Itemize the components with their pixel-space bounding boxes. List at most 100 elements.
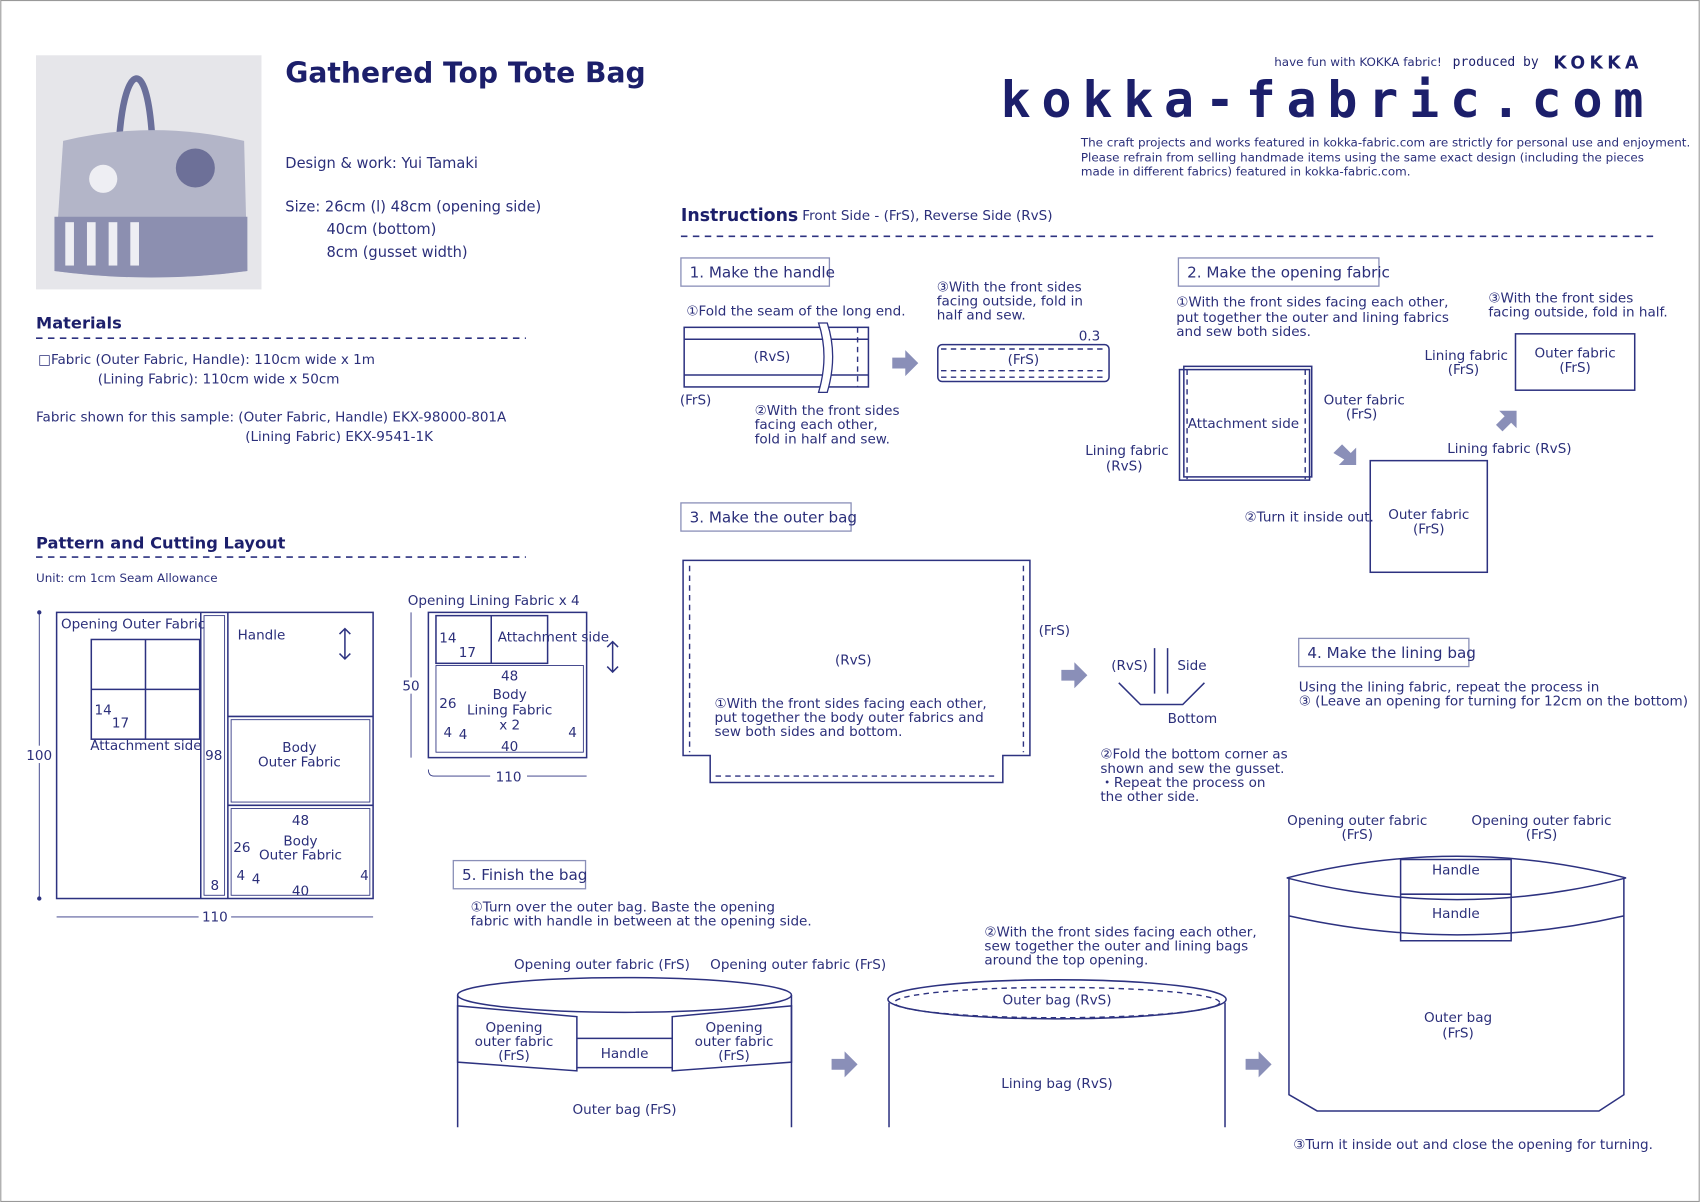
- instructions-legend: Front Side - (FrS), Reverse Side (RvS): [802, 208, 1052, 224]
- label: (FrS): [1346, 406, 1378, 422]
- materials-heading: Materials: [36, 313, 122, 332]
- note: fold in half and sew.: [755, 431, 890, 447]
- arrow-icon: [1061, 662, 1088, 689]
- material-line: □Fabric (Outer Fabric, Handle): 110cm wi…: [38, 352, 375, 368]
- dimension: 48: [501, 669, 518, 685]
- note: ③With the front sides: [937, 280, 1082, 296]
- label: Lining fabric: [1424, 348, 1508, 364]
- label: Lining bag (RvS): [1001, 1076, 1112, 1092]
- note: ②Turn it inside out.: [1245, 509, 1374, 525]
- label: Opening outer fabric (FrS): [514, 957, 690, 973]
- label: (FrS): [498, 1048, 530, 1064]
- note: sew both sides and bottom.: [715, 724, 903, 740]
- dimension: 0.3: [1079, 328, 1101, 344]
- label: Attachment side: [90, 738, 201, 754]
- disclaimer: The craft projects and works featured in…: [1080, 135, 1690, 149]
- label: (FrS): [1413, 521, 1445, 537]
- instructions-heading: Instructions: [681, 206, 798, 226]
- brand-name: KOKKA: [1553, 53, 1642, 73]
- note: Using the lining fabric, repeat the proc…: [1299, 680, 1600, 696]
- step-3: 3. Make the outer bag (RvS) (FrS) ①With …: [680, 502, 1288, 805]
- label: Body: [282, 740, 316, 756]
- dimension: 98: [205, 748, 222, 764]
- label: (RvS): [1106, 458, 1143, 474]
- dimension: 26: [439, 696, 456, 712]
- label: Handle: [238, 627, 286, 643]
- label: (FrS): [718, 1048, 750, 1064]
- note: ・Repeat the process on: [1100, 775, 1265, 791]
- label: Opening outer fabric: [1471, 813, 1611, 829]
- label: Opening Outer Fabric: [61, 617, 205, 633]
- note: ①Fold the seam of the long end.: [686, 303, 905, 319]
- outer-fabric-layout: Opening Outer Fabric Handle Attachment s…: [24, 610, 374, 926]
- label: (FrS): [1008, 352, 1040, 368]
- label: Attachment side: [1188, 416, 1299, 432]
- label: (RvS): [754, 349, 791, 365]
- dimension: 26: [233, 840, 250, 856]
- dimension: 4: [444, 725, 453, 741]
- note: the other side.: [1100, 789, 1199, 805]
- note: and sew both sides.: [1176, 324, 1311, 340]
- label: Outer bag (FrS): [573, 1102, 677, 1118]
- step-1: 1. Make the handle ①Fold the seam of the…: [680, 257, 1110, 447]
- label: Body: [283, 833, 317, 849]
- dimension: 40: [501, 739, 518, 755]
- dimension: 8: [211, 878, 220, 894]
- produced-by: produced by: [1453, 55, 1539, 70]
- note: ①With the front sides facing each other,: [715, 696, 987, 712]
- tagline: have fun with KOKKA fabric!: [1274, 55, 1442, 69]
- dimension: 14: [95, 702, 112, 718]
- label: Outer bag (RvS): [1002, 993, 1111, 1009]
- dimension: 14: [439, 631, 456, 647]
- note: half and sew.: [937, 308, 1026, 324]
- arrow-icon: [892, 350, 919, 377]
- step-5: 5. Finish the bag ①Turn over the outer b…: [452, 813, 1653, 1153]
- label: Handle: [1432, 906, 1480, 922]
- step-title: 2. Make the opening fabric: [1187, 263, 1390, 281]
- step-title: 1. Make the handle: [690, 263, 835, 281]
- label: (FrS): [1559, 360, 1591, 376]
- label: Attachment side: [498, 630, 609, 646]
- step-title: 5. Finish the bag: [462, 866, 587, 884]
- label: (FrS): [680, 392, 712, 408]
- step-title: 4. Make the lining bag: [1307, 644, 1476, 662]
- label: Opening outer fabric (FrS): [710, 957, 886, 973]
- label: Bottom: [1168, 711, 1218, 727]
- label: Outer fabric: [1535, 346, 1616, 362]
- label: Outer Fabric: [259, 848, 342, 864]
- arrow-icon: [1245, 1051, 1272, 1078]
- note: ③ (Leave an opening for turning for 12cm…: [1299, 694, 1688, 710]
- size-line: Size: 26cm (l) 48cm (opening side): [285, 198, 541, 215]
- label: Opening: [705, 1020, 762, 1036]
- note: ③With the front sides: [1488, 290, 1633, 306]
- disclaimer: Please refrain from selling handmade ite…: [1081, 150, 1644, 164]
- dimension: 110: [202, 909, 228, 925]
- note: ①With the front sides facing each other,: [1176, 295, 1448, 311]
- size-line: 40cm (bottom): [326, 221, 436, 238]
- note: ②With the front sides facing each other,: [984, 924, 1256, 940]
- label: outer fabric: [475, 1034, 554, 1050]
- logo: kokka-fabric.com: [1001, 71, 1655, 129]
- step-title: 3. Make the outer bag: [690, 508, 857, 526]
- label: Outer bag: [1424, 1010, 1492, 1026]
- label: Lining Fabric: [467, 702, 552, 718]
- dimension: 40: [292, 883, 309, 899]
- note: facing each other,: [755, 417, 878, 433]
- dimension: 110: [496, 769, 522, 785]
- note: put together the body outer fabrics and: [715, 710, 984, 726]
- size-line: 8cm (gusset width): [326, 244, 467, 261]
- dimension: 4: [568, 725, 577, 741]
- arrow-icon: [1495, 410, 1517, 432]
- material-line: (Lining Fabric): 110cm wide x 50cm: [98, 372, 340, 388]
- label: outer fabric: [695, 1034, 774, 1050]
- note: fabric with handle in between at the ope…: [471, 914, 812, 930]
- dimension: 100: [26, 748, 52, 764]
- dimension: 4: [252, 871, 261, 887]
- label: Lining fabric (RvS): [1447, 441, 1571, 457]
- lining-fabric-layout: Opening Lining Fabric x 4 Attachment sid…: [399, 593, 619, 785]
- arrow-icon: [831, 1051, 858, 1078]
- label: (FrS): [1526, 827, 1558, 843]
- arrow-icon: [1333, 444, 1357, 465]
- pattern-heading: Pattern and Cutting Layout: [36, 533, 286, 552]
